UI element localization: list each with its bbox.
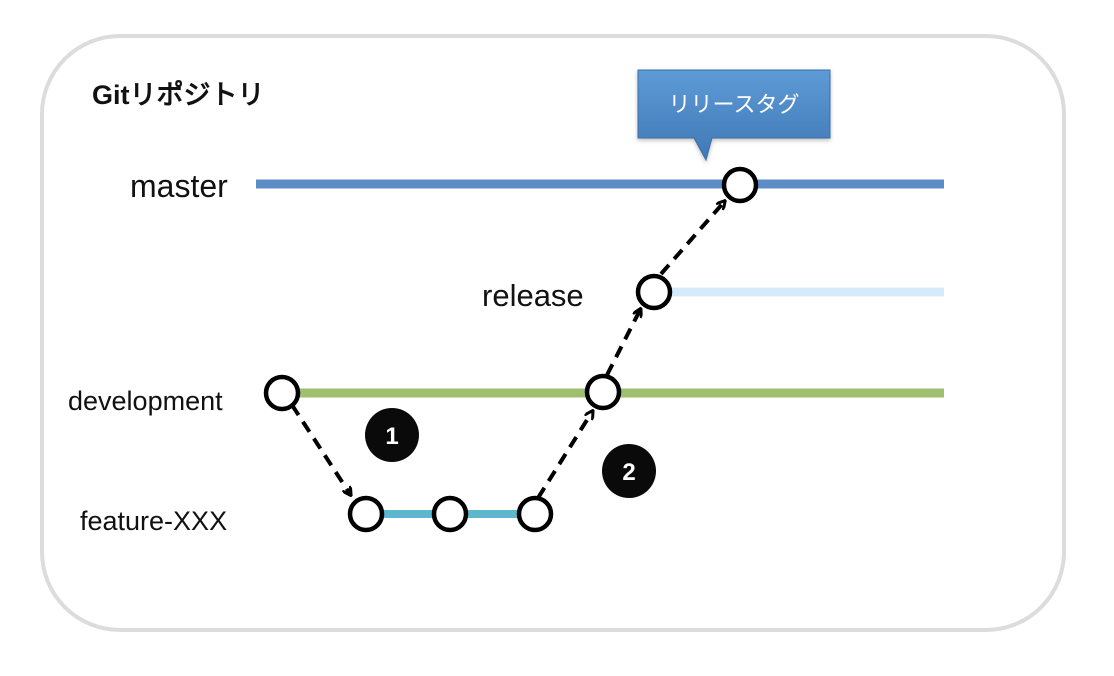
commit-node-release: [635, 273, 673, 311]
diagram-title: Gitリポジトリ: [92, 80, 265, 110]
commit-node-development-start: [263, 374, 301, 412]
flow-arrow-dev-to-feature: [290, 403, 350, 494]
branch-label-release: release: [482, 278, 584, 313]
repository-frame: [40, 34, 1066, 632]
commit-node-feature-3: [516, 495, 554, 533]
flow-arrow-feature-to-dev: [536, 412, 592, 500]
commit-node-development-merge: [584, 373, 622, 411]
release-tag-label: リリースタグ: [669, 92, 800, 117]
step-badge-2: [602, 444, 656, 498]
commit-node-feature-2: [431, 495, 469, 533]
commit-node-feature-1: [347, 495, 385, 533]
release-tag-callout: [637, 69, 831, 162]
flow-arrow-dev-to-release: [605, 310, 640, 376]
commit-node-master-release: [721, 166, 759, 204]
flow-arrow-release-to-master: [659, 202, 724, 276]
branch-label-feature: feature-XXX: [80, 506, 227, 536]
branch-label-development: development: [68, 386, 223, 416]
step-badge-1: [365, 408, 419, 462]
branch-label-master: master: [130, 168, 228, 204]
step-badge-2-label: 2: [622, 459, 635, 486]
step-badge-1-label: 1: [385, 423, 398, 450]
